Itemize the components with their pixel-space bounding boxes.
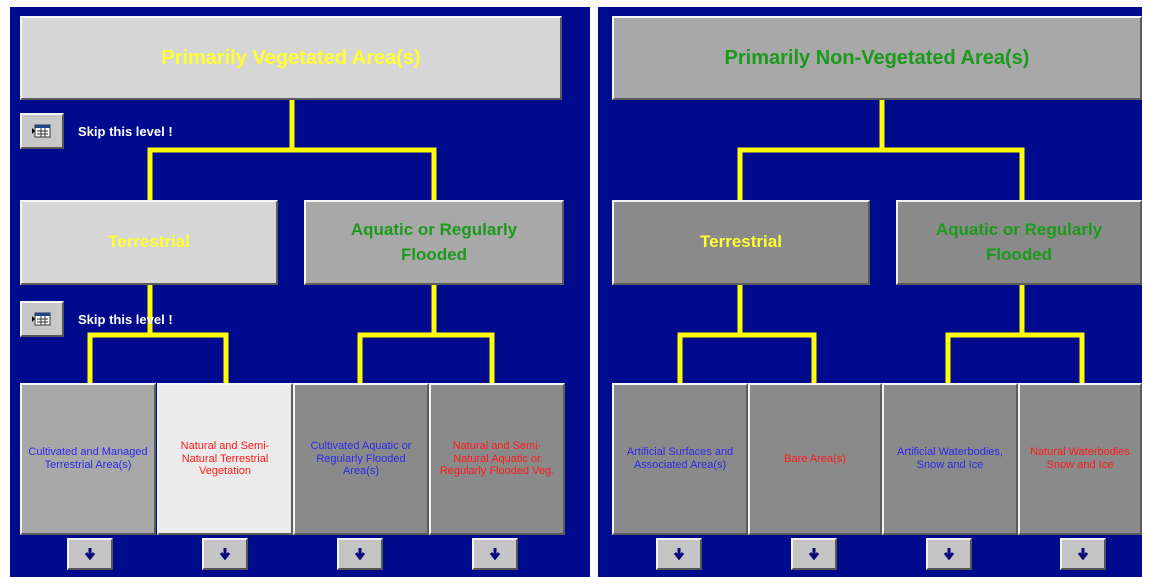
down-button-1[interactable] (67, 538, 113, 570)
down-button-8[interactable] (1060, 538, 1106, 570)
down-button-5[interactable] (656, 538, 702, 570)
down-arrow-icon (219, 548, 231, 561)
down-arrow-icon (808, 548, 820, 561)
leaf-bare-areas[interactable]: Bare Area(s) (748, 383, 882, 535)
leaf-cultivated-aquatic-label: Cultivated Aquatic or Regularly Flooded … (310, 440, 412, 478)
leaf-cultivated-terrestrial-label: Cultivated and Managed Terrestrial Area(… (28, 446, 148, 471)
down-arrow-icon (84, 548, 96, 561)
non-vegetated-terrestrial-node[interactable]: Terrestrial (612, 200, 870, 285)
skip-level-button-1[interactable] (20, 113, 64, 149)
non-vegetated-title: Primarily Non-Vegetated Area(s) (724, 46, 1030, 69)
down-arrow-icon (1077, 548, 1089, 561)
non-vegetated-aquatic-label: Aquatic or Regularly Flooded (935, 219, 1103, 264)
vegetated-title: Primarily Vegetated Area(s) (161, 46, 421, 69)
leaf-cultivated-terrestrial[interactable]: Cultivated and Managed Terrestrial Area(… (20, 383, 156, 535)
down-button-2[interactable] (202, 538, 248, 570)
leaf-artificial-surfaces-label: Artificial Surfaces and Associated Area(… (626, 446, 734, 471)
leaf-artificial-surfaces[interactable]: Artificial Surfaces and Associated Area(… (612, 383, 748, 535)
down-arrow-icon (354, 548, 366, 561)
skip-level-button-2[interactable] (20, 301, 64, 337)
leaf-natural-terrestrial-label: Natural and Semi-Natural Terrestrial Veg… (180, 440, 270, 478)
vegetated-title-node[interactable]: Primarily Vegetated Area(s) (20, 16, 562, 100)
vegetated-aquatic-label: Aquatic or Regularly Flooded (350, 219, 518, 264)
skip-level-icon (32, 312, 51, 326)
down-button-3[interactable] (337, 538, 383, 570)
down-arrow-icon (673, 548, 685, 561)
leaf-bare-areas-label: Bare Area(s) (784, 452, 846, 465)
leaf-natural-terrestrial[interactable]: Natural and Semi-Natural Terrestrial Veg… (157, 383, 293, 535)
leaf-artificial-waterbodies-label: Artificial Waterbodies, Snow and Ice (897, 446, 1003, 471)
down-button-7[interactable] (926, 538, 972, 570)
non-vegetated-aquatic-node[interactable]: Aquatic or Regularly Flooded (896, 200, 1142, 285)
skip-level-label-1: Skip this level ! (78, 123, 173, 139)
skip-level-icon (32, 124, 51, 138)
down-arrow-icon (489, 548, 501, 561)
skip-level-row-1: Skip this level ! (20, 113, 173, 149)
leaf-artificial-waterbodies[interactable]: Artificial Waterbodies, Snow and Ice (882, 383, 1018, 535)
down-arrow-icon (943, 548, 955, 561)
non-vegetated-title-node[interactable]: Primarily Non-Vegetated Area(s) (612, 16, 1142, 100)
vegetated-terrestrial-label: Terrestrial (108, 232, 190, 252)
down-button-4[interactable] (472, 538, 518, 570)
non-vegetated-terrestrial-label: Terrestrial (700, 232, 782, 252)
down-button-6[interactable] (791, 538, 837, 570)
leaf-natural-waterbodies[interactable]: Natural Waterbodies Snow and Ice (1018, 383, 1142, 535)
leaf-natural-aquatic[interactable]: Natural and Semi-Natural Aquatic or Regu… (429, 383, 565, 535)
leaf-cultivated-aquatic[interactable]: Cultivated Aquatic or Regularly Flooded … (293, 383, 429, 535)
leaf-natural-waterbodies-label: Natural Waterbodies Snow and Ice (1030, 446, 1130, 471)
skip-level-row-2: Skip this level ! (20, 301, 173, 337)
skip-level-label-2: Skip this level ! (78, 311, 173, 327)
vegetated-aquatic-node[interactable]: Aquatic or Regularly Flooded (304, 200, 564, 285)
vegetated-terrestrial-node[interactable]: Terrestrial (20, 200, 278, 285)
leaf-natural-aquatic-label: Natural and Semi-Natural Aquatic or Regu… (439, 440, 555, 478)
